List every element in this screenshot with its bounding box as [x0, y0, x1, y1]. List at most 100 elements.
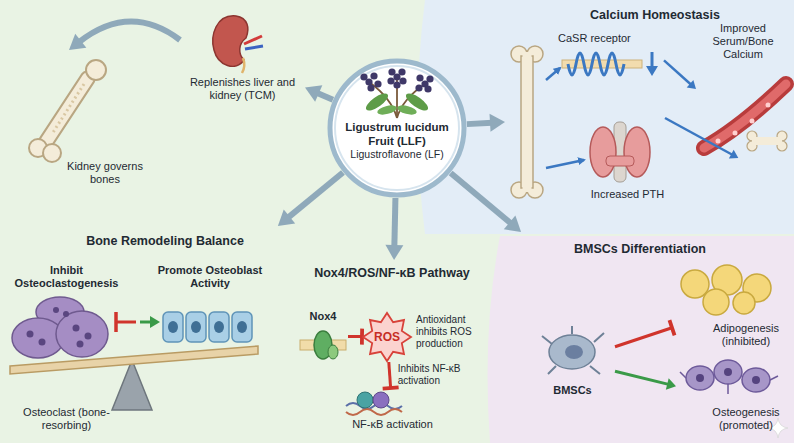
osteoclast-cells — [53, 307, 59, 313]
plant-illustration — [426, 75, 433, 82]
ros-burst: ROS — [362, 312, 412, 362]
node-label: Improved Serum/Bone Calcium — [696, 22, 790, 61]
arrow-head — [687, 80, 696, 89]
osteoclast-cells — [39, 339, 46, 346]
text-frame: Increased PTH — [565, 188, 690, 201]
node-label: Calcium Homeostasis — [570, 8, 740, 23]
nox4-node: Nox4 — [298, 306, 348, 366]
bmsc-panel: BMSCs DifferentiationBMSCsAdipogenesis (… — [500, 232, 794, 443]
connector-line — [615, 371, 669, 384]
bone-node: Kidney governs bones — [15, 50, 150, 198]
osteoblast-cells — [168, 321, 178, 333]
nox4-icon — [300, 331, 346, 359]
node-label: Replenishes liver and kidney (TCM) — [180, 76, 305, 102]
osteoblast-cells — [191, 321, 201, 333]
connector — [278, 172, 343, 226]
plant-illustration — [396, 104, 417, 117]
osteoclast-cells — [27, 331, 34, 338]
thyroid-icon — [590, 127, 616, 177]
node-label: Nox4 — [298, 310, 348, 323]
connector-line — [79, 22, 180, 43]
node-label: ROS — [362, 330, 412, 344]
seesaw — [112, 360, 152, 410]
plant-illustration — [360, 68, 433, 118]
arrow-head — [69, 34, 86, 50]
text-frame: Adipogenesis (inhibited) — [702, 322, 790, 348]
blood-vessel-icon — [733, 131, 738, 136]
plant-illustration — [424, 85, 431, 92]
text-frame: Ligustroflavone (LF) — [339, 148, 455, 161]
node-label: NF-κB activation — [340, 418, 445, 431]
nfkb-icon — [357, 392, 373, 408]
osteoclast-cells — [73, 325, 80, 332]
femur-icon — [46, 78, 88, 142]
pathway-panel: Nox4/ROS/NF-κB PathwayNox4 ROS NF-κB acti… — [292, 260, 492, 443]
connector — [348, 329, 362, 345]
nfkb-icon — [373, 392, 389, 408]
connector — [385, 198, 403, 260]
osteoblast-cells — [186, 312, 206, 342]
connector — [451, 173, 521, 232]
promote-arrow — [150, 316, 160, 328]
osteoblast-cells — [237, 321, 247, 333]
text-frame: Inhibit Osteoclastogenesis — [8, 264, 125, 290]
pathway-arrow — [546, 68, 560, 80]
text-frame: Calcium Homeostasis — [570, 8, 740, 23]
thyroid-icon — [624, 127, 650, 177]
plant-illustration — [370, 72, 377, 79]
note-label: Antioxidant inhibits ROS production — [416, 314, 498, 350]
text-frame: NF-κB activation — [340, 418, 445, 431]
source-circle-art — [335, 66, 459, 190]
text-frame: Nox4 — [298, 310, 348, 323]
pathway-arrow — [546, 160, 584, 168]
text-frame: Kidney governs bones — [60, 160, 150, 186]
osteoblast-node: Promote Osteoblast Activity — [150, 258, 270, 352]
connector-line — [451, 173, 512, 224]
bmsc-node: BMSCs — [530, 322, 615, 400]
osteocyte-cells — [742, 368, 770, 392]
connector-line — [665, 118, 732, 155]
text-frame: Inhibits NF-κB activation — [398, 363, 490, 387]
remodeling-panel: Bone Remodeling BalanceInhibit Osteoclas… — [0, 226, 292, 443]
osteoclast-cells — [85, 333, 92, 340]
arrow-head — [385, 245, 403, 260]
node-label: Ligustrum lucidum Fruit (LLF) — [339, 120, 455, 148]
bone-icon — [511, 46, 543, 198]
stem-cell-icon — [542, 326, 604, 374]
node-sublabel: Ligustroflavone (LF) — [339, 148, 455, 161]
osteoclast-cells — [77, 341, 84, 348]
calcium-panel: Calcium HomeostasisCaSR receptorIncrease… — [505, 0, 794, 228]
text-frame: Ligustrum lucidum Fruit (LLF) — [339, 120, 455, 148]
pathway-arrow — [546, 68, 584, 168]
receptor-icon — [646, 66, 658, 76]
bone-icon — [523, 52, 532, 192]
connector-line — [615, 328, 672, 347]
text-frame: CaSR receptor — [558, 32, 646, 45]
panel-grounds — [418, 0, 794, 234]
inhibition-bar — [669, 320, 674, 335]
blood-vessel-icon — [704, 84, 786, 148]
blood-vessel-icon — [716, 139, 721, 144]
osteocyte-cells — [714, 360, 742, 384]
text-frame: Nox4/ROS/NF-κB Pathway — [307, 266, 477, 281]
seesaw — [10, 346, 258, 410]
promote-arrow — [140, 316, 160, 328]
node-label: Inhibit Osteoclastogenesis — [8, 264, 125, 290]
osteoblast-cells — [232, 312, 252, 342]
connector — [615, 320, 675, 347]
kidney-icon — [213, 16, 263, 73]
connector-line — [288, 172, 343, 217]
receptor-node: CaSR receptor — [556, 28, 664, 82]
text-frame: Osteoclast (bone-resorbing) — [8, 406, 125, 432]
femur-icon — [43, 144, 61, 162]
osteocyte-node: Osteogenesis (promoted) — [676, 360, 790, 440]
connector — [69, 22, 180, 50]
femur-icon — [86, 60, 106, 80]
connector-line — [317, 93, 333, 100]
receptor-icon — [568, 53, 624, 75]
blood-vessel-icon — [766, 103, 771, 108]
nfkb-icon — [346, 392, 402, 415]
arrow-head — [305, 85, 322, 101]
